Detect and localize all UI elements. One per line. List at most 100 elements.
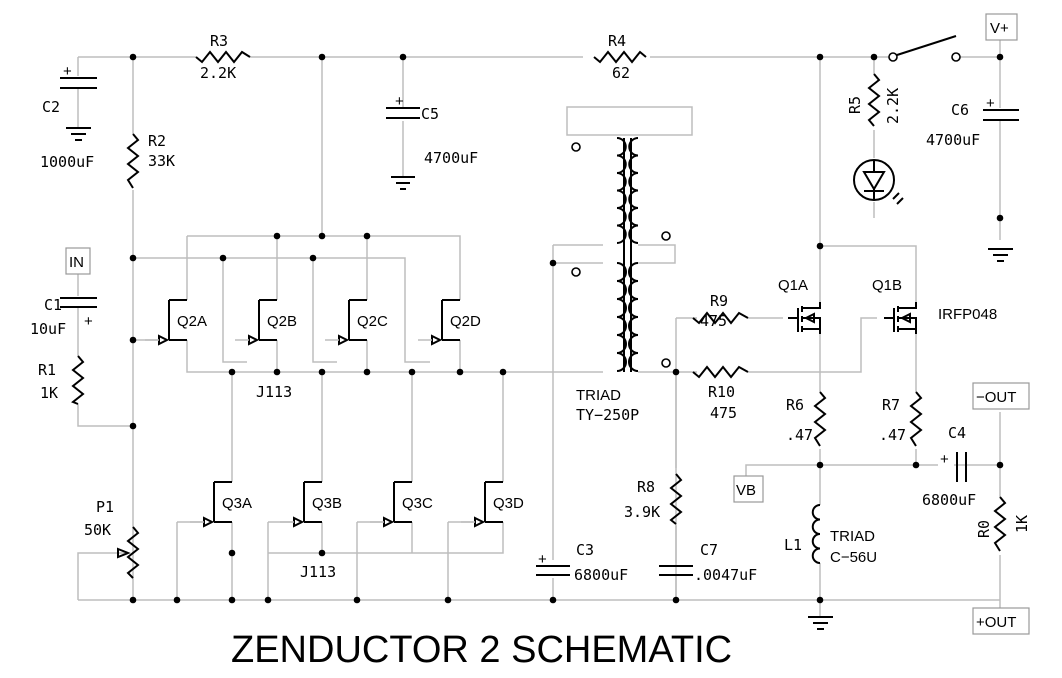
- junction-dot: [228, 596, 236, 604]
- jfet-q3b: Q3B: [280, 481, 342, 528]
- r10-symbol: [692, 365, 749, 379]
- jfet-q2b: Q2B: [235, 299, 297, 346]
- junction-dot: [816, 461, 824, 469]
- r5-symbol: [867, 73, 881, 127]
- p1-value: 50K: [84, 521, 111, 539]
- r7-value: .47: [879, 426, 906, 444]
- mosfet-q1b: [884, 302, 917, 334]
- c2-plus: +: [63, 63, 72, 80]
- port-in: IN: [65, 247, 91, 275]
- junction-dot: [816, 596, 824, 604]
- junction-dot: [129, 336, 137, 344]
- r9-value: 475: [700, 312, 727, 330]
- mosfet-pair: [788, 302, 917, 334]
- junction-dot: [264, 596, 272, 604]
- junction-dot: [318, 232, 326, 240]
- r7-ref: R7: [882, 396, 900, 414]
- jfet-q3a: Q3A: [190, 481, 252, 528]
- junction-dot: [129, 422, 137, 430]
- svg-text:VB: VB: [736, 482, 756, 499]
- c5-symbol: [386, 107, 420, 119]
- jfet-q2d: Q2D: [418, 299, 481, 346]
- r6-value: .47: [786, 426, 813, 444]
- r6-ref: R6: [786, 396, 804, 414]
- c3-ref: C3: [576, 541, 594, 559]
- c4-value: 6800uF: [922, 491, 976, 509]
- junction-dot: [318, 53, 326, 61]
- r9-symbol: [692, 311, 749, 325]
- c2-ref: C2: [42, 98, 60, 116]
- junction-dot: [309, 254, 317, 262]
- c3-value: 6800uF: [574, 566, 628, 584]
- r8-symbol: [669, 473, 683, 525]
- q1b-ref: Q1B: [872, 277, 902, 294]
- svg-text:+OUT: +OUT: [976, 614, 1016, 631]
- c4-ref: C4: [948, 424, 966, 442]
- jfet-ref: Q2D: [450, 313, 481, 330]
- power-switch: [888, 35, 961, 62]
- junction-dot: [353, 596, 361, 604]
- c2-symbol: [60, 77, 97, 89]
- r4-value: 62: [612, 64, 630, 82]
- c6-ref: C6: [951, 101, 969, 119]
- junction-dot: [399, 53, 407, 61]
- r3-value: 2.2K: [200, 64, 236, 82]
- schematic-title: ZENDUCTOR 2 SCHEMATIC: [231, 629, 732, 671]
- l1-symbol: [811, 504, 821, 564]
- junction-dot: [499, 368, 507, 376]
- c4-symbol: [956, 452, 967, 482]
- r4-ref: R4: [608, 32, 626, 50]
- q1-part: IRFP048: [938, 306, 997, 323]
- junction-dot: [816, 53, 824, 61]
- c3-symbol: [536, 565, 570, 576]
- l1-value1: TRIAD: [830, 528, 875, 545]
- r10-ref: R10: [708, 383, 735, 401]
- c6-plus: +: [986, 95, 995, 112]
- junction-dot: [363, 368, 371, 376]
- svg-text:V+: V+: [990, 20, 1009, 37]
- p1-wiper-arrow: [117, 547, 131, 559]
- c1-plus: +: [84, 313, 93, 330]
- r5-value: 2.2K: [884, 88, 902, 124]
- junction-dot: [408, 368, 416, 376]
- c1-symbol: [60, 297, 97, 308]
- t1-value2: TY−250P: [576, 406, 639, 424]
- c3-plus: +: [538, 551, 547, 568]
- jfet-q3d: Q3D: [461, 481, 524, 528]
- r8-ref: R8: [637, 478, 655, 496]
- c7-value: .0047uF: [694, 566, 757, 584]
- r5-ref: R5: [846, 96, 864, 114]
- jfet-q2a: Q2A: [145, 299, 207, 346]
- c5-value: 4700uF: [424, 149, 478, 167]
- r2-symbol: [126, 133, 140, 189]
- junction-dot: [173, 596, 181, 604]
- junction-dot: [129, 53, 137, 61]
- c7-ref: C7: [700, 541, 718, 559]
- junction-dot: [996, 214, 1004, 222]
- port-vplus: V+: [985, 13, 1018, 41]
- junction-dot: [456, 368, 464, 376]
- port-vb: VB: [733, 475, 764, 503]
- ground-icon: [66, 127, 91, 141]
- r6-symbol: [813, 391, 827, 447]
- c6-symbol: [983, 109, 1019, 121]
- ground-icon: [808, 616, 833, 630]
- jfet-ref: Q2A: [177, 313, 207, 330]
- junction-dot: [363, 232, 371, 240]
- svg-text:IN: IN: [69, 254, 84, 271]
- junction-dot: [912, 461, 920, 469]
- junction-dot: [219, 254, 227, 262]
- r1-ref: R1: [38, 361, 56, 379]
- junction-dot: [273, 368, 281, 376]
- r9-ref: R9: [710, 292, 728, 310]
- wires: [77, 40, 1001, 618]
- junction-dot: [549, 596, 557, 604]
- r2-value: 33K: [148, 152, 175, 170]
- junction-dot: [444, 596, 452, 604]
- r1-symbol: [71, 355, 85, 405]
- c4-plus: +: [940, 451, 949, 468]
- q2-part: J113: [256, 383, 292, 401]
- jfet-ref: Q3A: [222, 495, 252, 512]
- r3-ref: R3: [210, 32, 228, 50]
